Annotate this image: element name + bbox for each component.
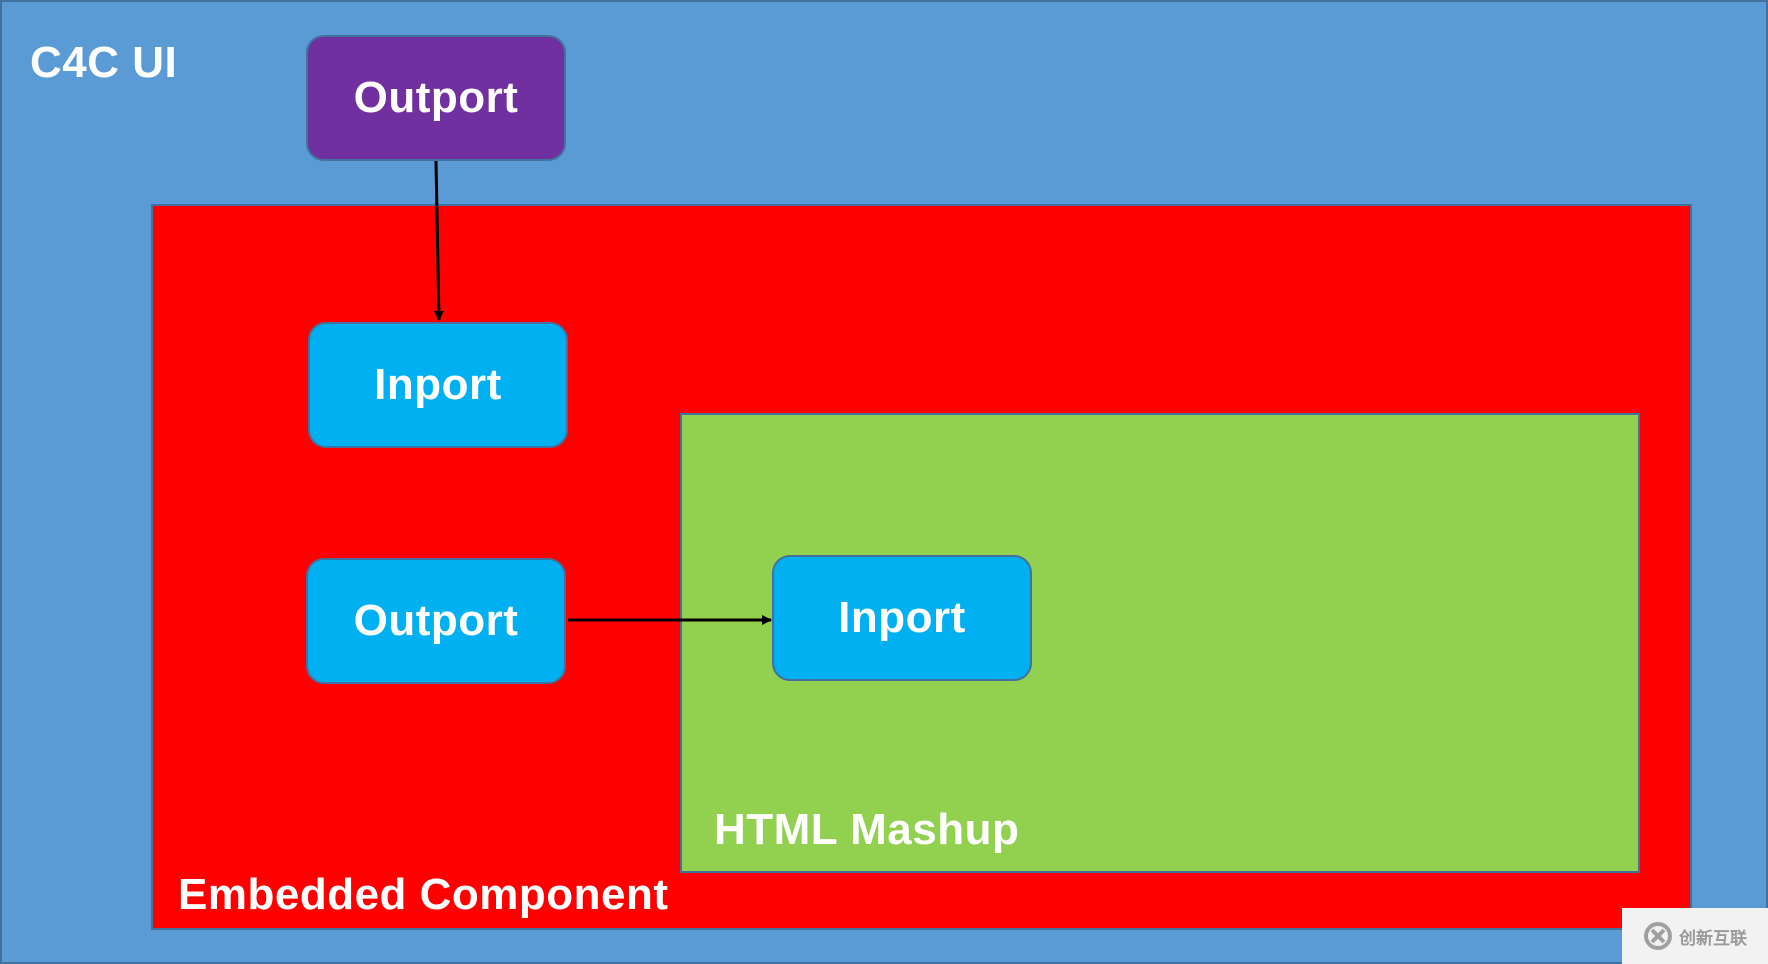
embedded-component-label: Embedded Component (178, 870, 669, 919)
embedded-outport-label: Outport (353, 596, 519, 645)
embedded-inport: Inport (308, 322, 568, 448)
mashup-inport-label: Inport (838, 593, 966, 642)
html-mashup-label: HTML Mashup (714, 805, 1020, 854)
embedded-outport: Outport (306, 558, 566, 684)
cx-logo-icon (1644, 922, 1672, 950)
mashup-inport: Inport (772, 555, 1032, 681)
c4c-outport: Outport (306, 35, 566, 161)
c4c-ui-label: C4C UI (30, 38, 178, 87)
watermark-text: 创新互联 (1679, 928, 1747, 948)
embedded-inport-label: Inport (374, 360, 502, 409)
c4c-outport-label: Outport (353, 73, 519, 122)
watermark: 创新互联 (1622, 908, 1768, 964)
